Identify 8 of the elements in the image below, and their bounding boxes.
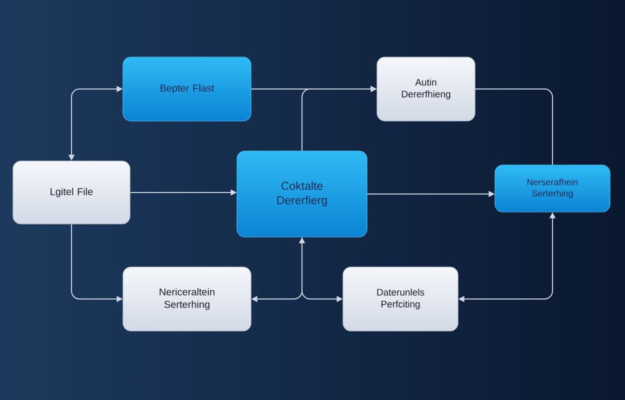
- process-box: Lgitel File: [12, 160, 130, 224]
- process-box: Nerserafhein Serterhing: [494, 164, 610, 212]
- process-box: Daterunlels Perfciting: [342, 266, 458, 332]
- connector-line: [474, 88, 553, 166]
- process-box: Bepter Flast: [122, 56, 252, 122]
- process-box: Autin Dererfhieng: [376, 56, 476, 122]
- process-box: Nericeraltein Serterhing: [122, 266, 252, 332]
- process-box: Coktalte Dererfierg: [236, 150, 368, 238]
